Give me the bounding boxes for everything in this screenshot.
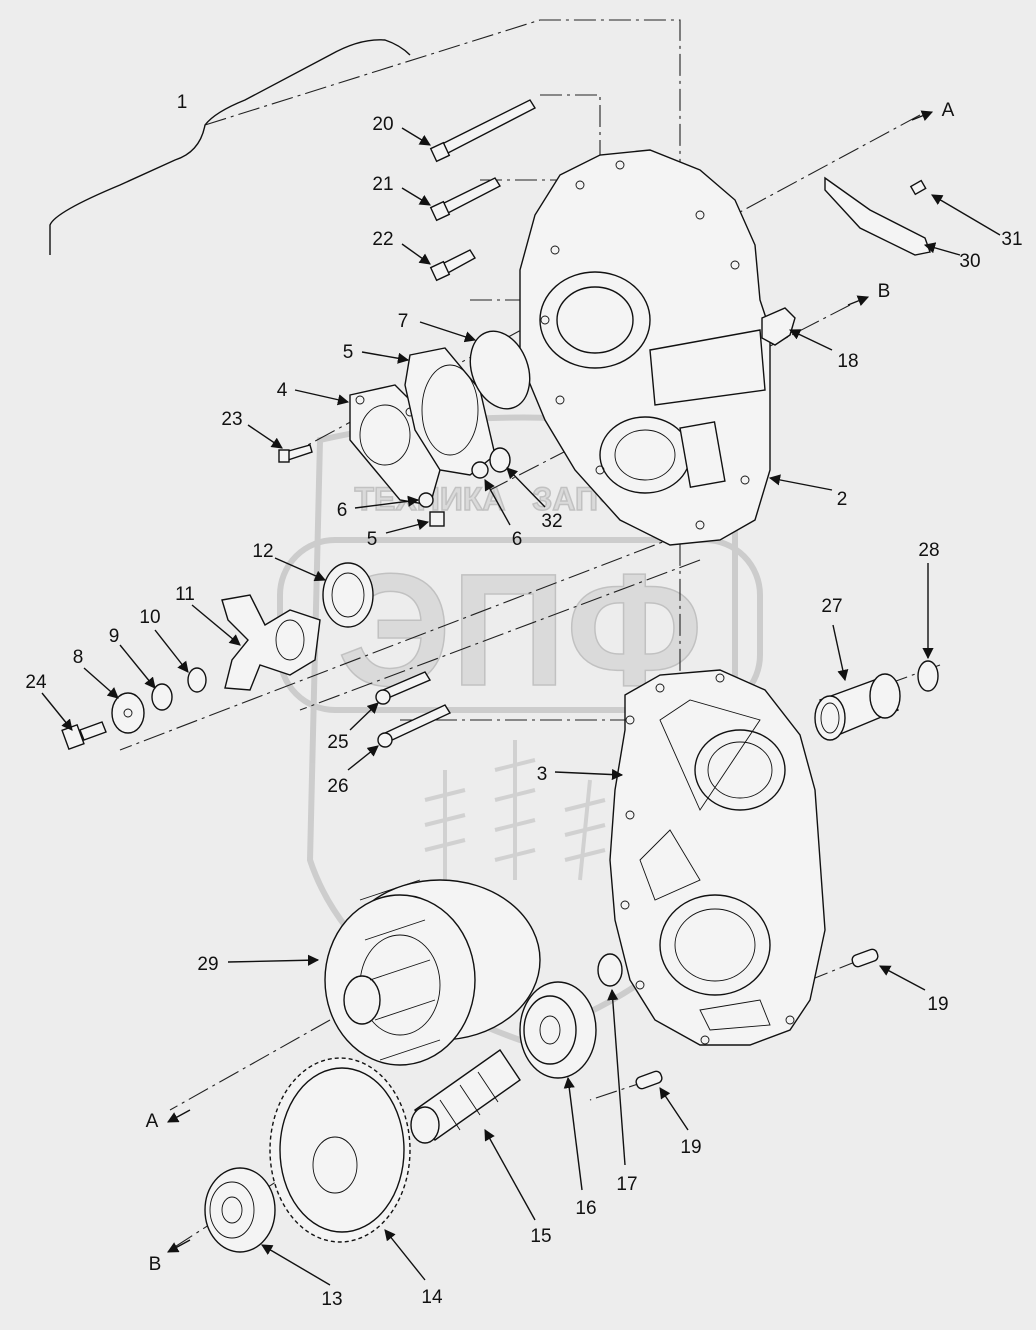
group-bracket: [49, 39, 411, 255]
part-30-cover-plate: [824, 176, 931, 256]
callout-12: 12: [252, 541, 273, 562]
part-2-front-housing: [519, 149, 771, 546]
callout-27: 27: [821, 596, 842, 617]
part-18-seal: [761, 307, 796, 346]
part-32-plug: [489, 447, 511, 473]
part-12-seal: [322, 562, 374, 628]
callout-11: 11: [175, 584, 195, 605]
part-22-bolt: [429, 249, 476, 282]
callout-3: 3: [537, 764, 548, 785]
callout-5-upper: 5: [343, 342, 354, 363]
part-17-snap-ring: [597, 953, 623, 987]
callout-32: 32: [541, 511, 562, 532]
callout-5-lower: 5: [367, 529, 378, 550]
part-15-splined-shaft: [410, 1049, 521, 1144]
callout-19-lower: 19: [680, 1137, 701, 1158]
part-29-clutch-pack: [324, 879, 541, 1066]
part-27-bushing: [814, 673, 901, 741]
part-5-plug: [429, 511, 445, 527]
callout-13: 13: [321, 1289, 342, 1310]
leader-lines: [41, 110, 1001, 1286]
callout-6-left: 6: [337, 500, 348, 521]
callout-22: 22: [372, 229, 393, 250]
callout-9: 9: [109, 626, 120, 647]
part-28-snap-ring: [917, 660, 939, 692]
part-31-screw: [909, 179, 927, 196]
part-10-o-ring: [187, 667, 207, 693]
axis-b-bottom: B: [149, 1254, 162, 1275]
part-13-bearing: [204, 1167, 276, 1253]
callout-26: 26: [327, 776, 348, 797]
callout-29: 29: [197, 954, 218, 975]
callout-16: 16: [575, 1198, 596, 1219]
callout-4: 4: [277, 380, 288, 401]
part-20-bolt: [429, 99, 536, 163]
part-14-gear: [269, 1057, 411, 1243]
part-7-o-ring: [469, 330, 531, 410]
callout-15: 15: [530, 1226, 551, 1247]
axis-a-bottom: A: [146, 1111, 159, 1132]
callout-8: 8: [73, 647, 84, 668]
callout-30: 30: [959, 251, 980, 272]
callout-21: 21: [372, 174, 393, 195]
watermark-wheat-icon: [424, 740, 606, 881]
axis-b-top: B: [878, 281, 891, 302]
callout-1: 1: [177, 92, 188, 113]
callout-19-upper: 19: [927, 994, 948, 1015]
part-21-bolt: [429, 177, 501, 222]
part-6-plug: [471, 461, 489, 479]
callout-7: 7: [398, 311, 409, 332]
part-26-bolt: [377, 704, 452, 748]
part-8-washer: [111, 692, 145, 734]
callout-25: 25: [327, 732, 348, 753]
part-9-washer: [151, 683, 173, 711]
callout-2: 2: [837, 489, 848, 510]
axis-a-top: A: [942, 100, 955, 121]
callout-20: 20: [372, 114, 393, 135]
part-23-bolt: [278, 444, 313, 463]
part-16-bearing: [519, 981, 597, 1079]
part-6-washer: [418, 492, 434, 508]
part-19-pin-upper: [851, 948, 879, 968]
callout-labels: 1 20 21 22 A B 31 30 7 5 18 4 23 2 6 32 …: [25, 92, 1022, 1310]
part-25-bolt: [375, 671, 432, 705]
callout-6-right: 6: [512, 529, 523, 550]
part-11-yoke: [221, 594, 321, 691]
callout-10: 10: [139, 607, 160, 628]
callout-17: 17: [616, 1174, 637, 1195]
callout-23: 23: [221, 409, 242, 430]
part-5-gasket: [404, 347, 496, 476]
part-3-rear-housing: [609, 669, 826, 1046]
callout-14: 14: [421, 1287, 443, 1308]
callout-24: 24: [25, 672, 47, 693]
callout-31: 31: [1001, 229, 1022, 250]
part-19-pin-lower: [635, 1070, 663, 1090]
callout-18: 18: [837, 351, 858, 372]
callout-28: 28: [918, 540, 939, 561]
